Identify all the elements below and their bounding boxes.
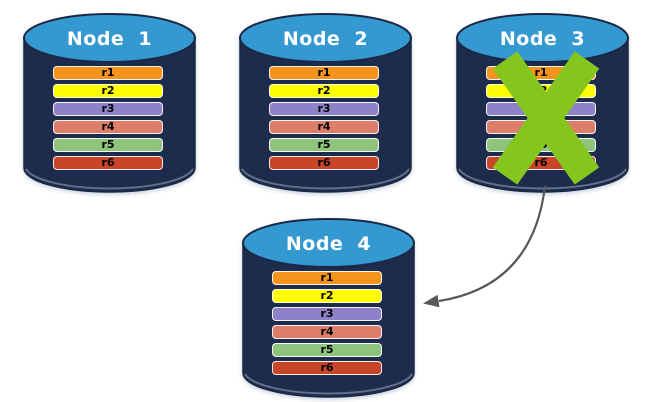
replica-row: r6 <box>272 361 382 375</box>
failover-arrow <box>423 185 547 308</box>
node-title: Node 3 <box>499 28 586 50</box>
node-title: Node 1 <box>66 28 153 50</box>
replica-row: r5 <box>53 138 163 152</box>
replica-row: r1 <box>272 271 382 285</box>
replica-row: r3 <box>272 307 382 321</box>
node-3: Node 3 r1 r2 r3 r4 r5 r6 <box>455 8 630 194</box>
replica-row: r1 <box>53 66 163 80</box>
failure-x-icon <box>492 51 600 185</box>
replica-row: r3 <box>53 102 163 116</box>
node-4: Node 4 r1 r2 r3 r4 r5 r6 <box>241 213 416 399</box>
node-title: Node 4 <box>285 233 372 255</box>
replica-row: r2 <box>53 84 163 98</box>
replica-rows: r1 r2 r3 r4 r5 r6 <box>269 66 379 174</box>
replica-row: r2 <box>272 289 382 303</box>
replica-row: r2 <box>269 84 379 98</box>
replica-row: r4 <box>272 325 382 339</box>
node-1: Node 1 r1 r2 r3 r4 r5 r6 <box>22 8 197 194</box>
replica-row: r6 <box>269 156 379 170</box>
replica-rows: r1 r2 r3 r4 r5 r6 <box>53 66 163 174</box>
replica-row: r4 <box>53 120 163 134</box>
replica-row: r5 <box>269 138 379 152</box>
node-2: Node 2 r1 r2 r3 r4 r5 r6 <box>238 8 413 194</box>
replica-row: r5 <box>272 343 382 357</box>
replica-rows: r1 r2 r3 r4 r5 r6 <box>272 271 382 379</box>
replica-row: r4 <box>269 120 379 134</box>
replica-row: r1 <box>269 66 379 80</box>
node-title: Node 2 <box>282 28 369 50</box>
replica-row: r6 <box>53 156 163 170</box>
arrowhead-icon <box>423 294 440 308</box>
replica-row: r3 <box>269 102 379 116</box>
